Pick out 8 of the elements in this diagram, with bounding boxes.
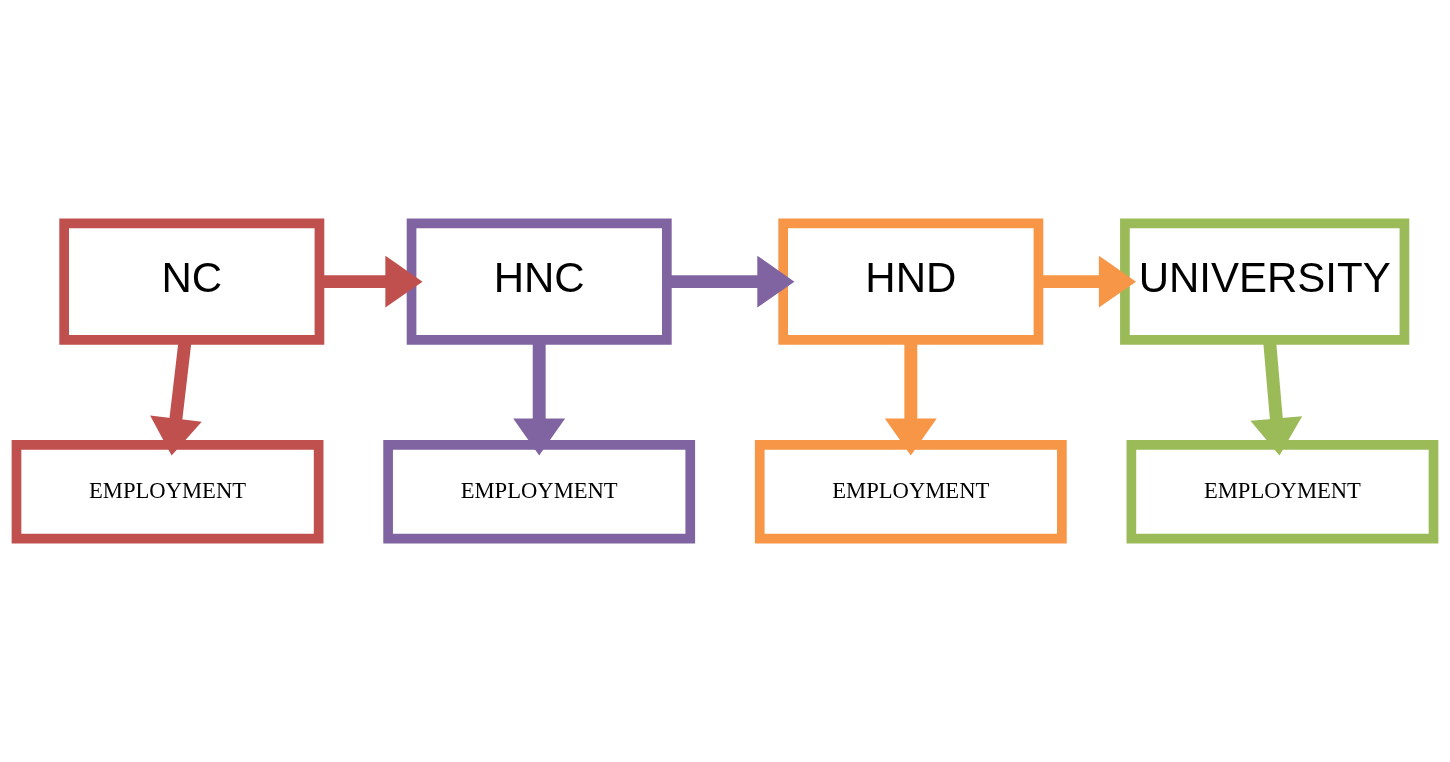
node-box: HNC — [406, 218, 672, 345]
node-box: UNIVERSITY — [1120, 218, 1410, 345]
node-box: EMPLOYMENT — [1126, 439, 1439, 544]
node-box: EMPLOYMENT — [11, 439, 324, 544]
node-box: HND — [778, 218, 1044, 345]
node-box: NC — [59, 218, 325, 345]
node-box: EMPLOYMENT — [383, 439, 696, 544]
node-box: EMPLOYMENT — [754, 439, 1067, 544]
